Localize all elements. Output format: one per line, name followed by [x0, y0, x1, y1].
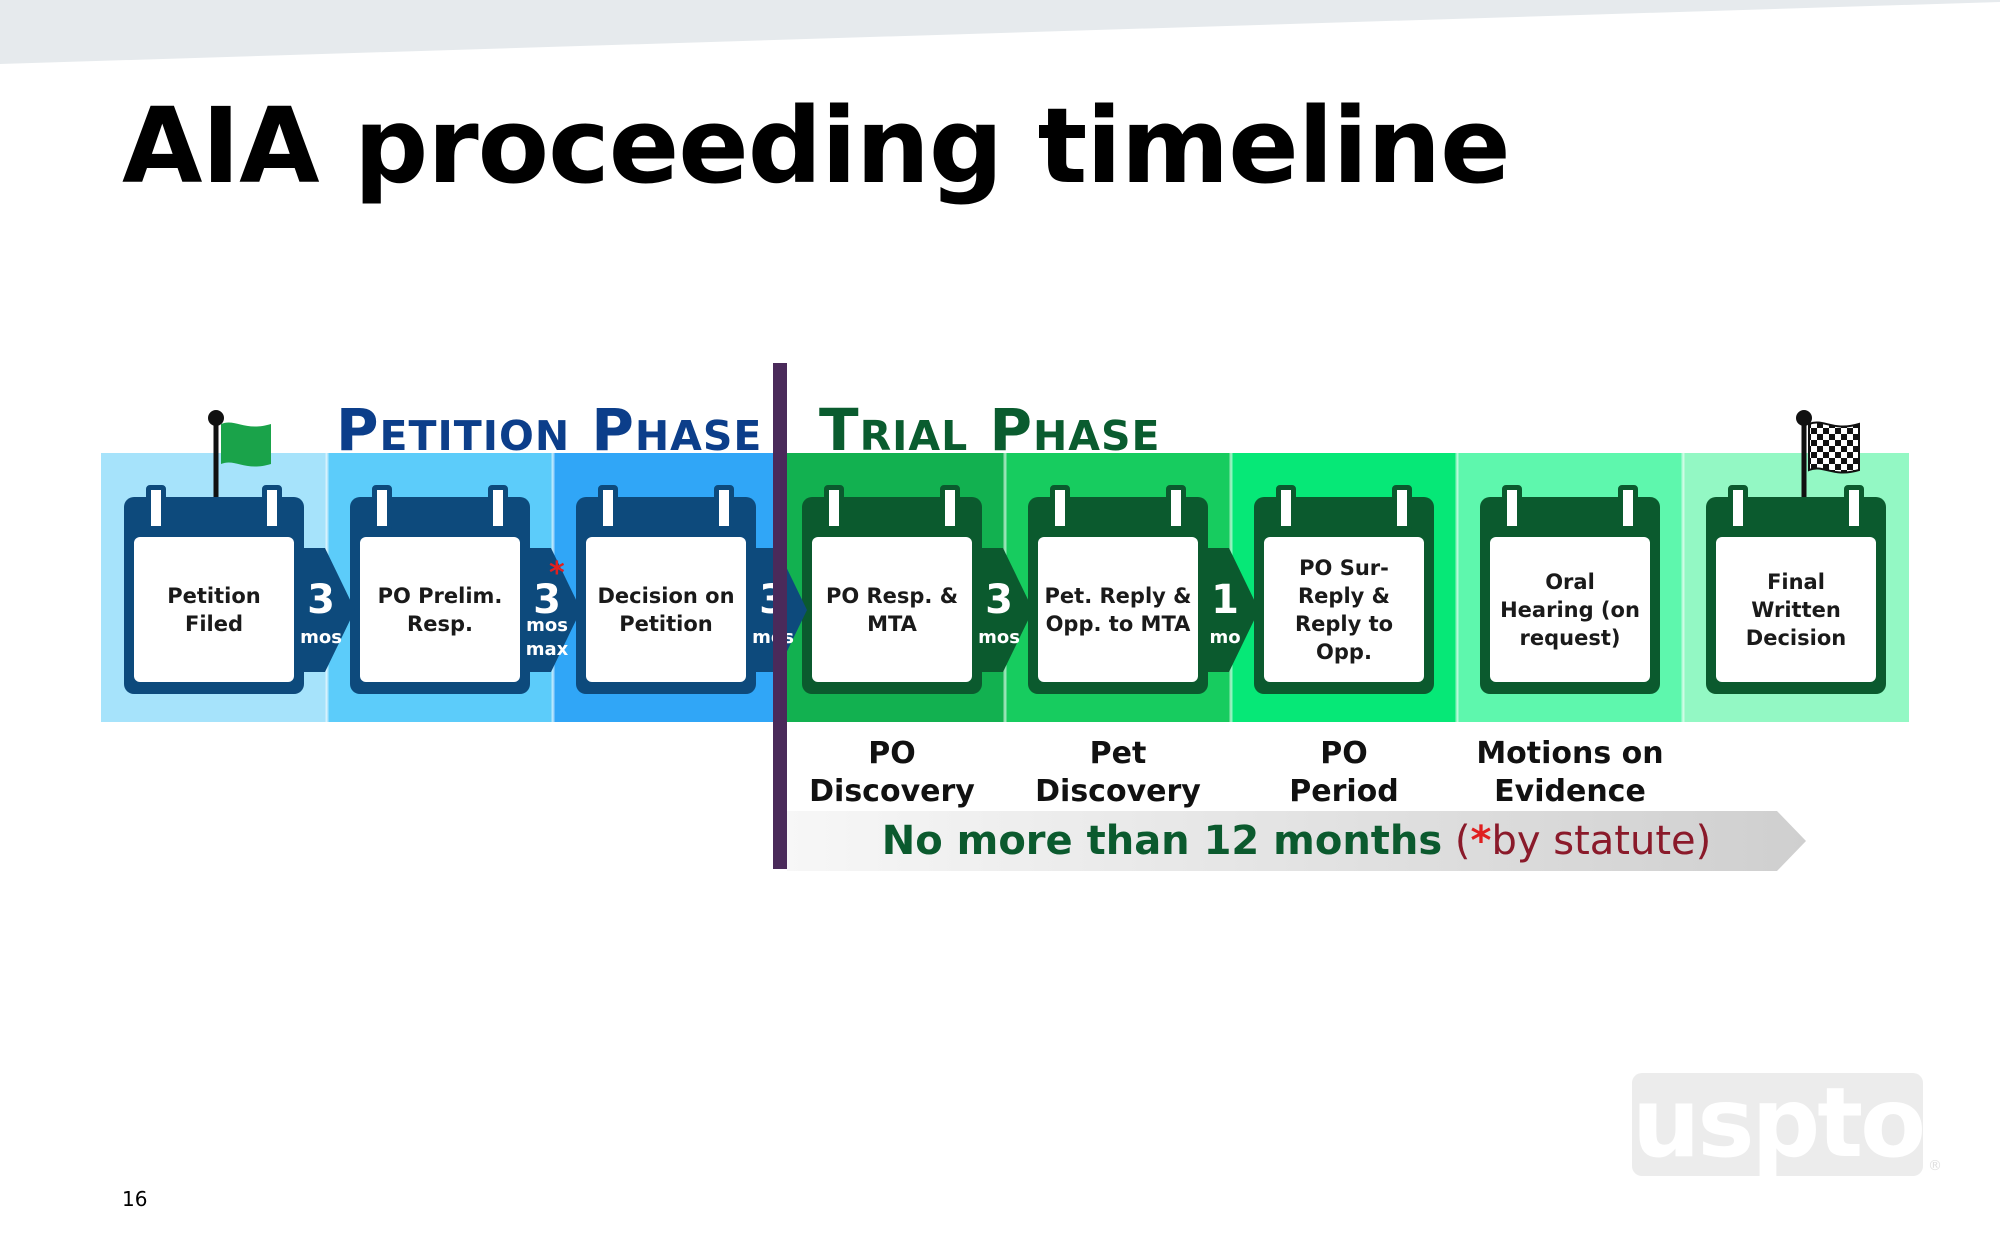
twelve-month-banner-arrow: [787, 811, 1806, 871]
calendar-pet-reply: Pet. Reply & Opp. to MTA: [1028, 485, 1208, 694]
calendar-ring: [146, 485, 166, 531]
period-line: Discovery: [1035, 774, 1201, 809]
interval-arrow-1: [299, 548, 355, 672]
step-label: Oral Hearing (on request): [1490, 537, 1650, 682]
page-number: 16: [122, 1187, 148, 1211]
step-label: PO Sur-Reply & Reply to Opp.: [1264, 537, 1424, 682]
calendar-ring: [1502, 485, 1522, 531]
interval-number: 3: [533, 577, 561, 623]
registered-mark: ®: [1928, 1158, 1942, 1174]
phase-divider: [773, 363, 787, 869]
step-label: PO Resp. & MTA: [812, 537, 972, 682]
banner-note: by statute): [1491, 818, 1712, 864]
period-label-po-period: PO Period: [1232, 735, 1456, 811]
step-label: Final Written Decision: [1716, 537, 1876, 682]
period-label-motions-on-evidence: Motions on Evidence: [1458, 735, 1682, 811]
banner-asterisk: *: [1470, 818, 1492, 864]
calendar-ring: [488, 485, 508, 531]
calendar-petition-filed: Petition Filed: [124, 485, 304, 694]
calendar-ring: [1728, 485, 1748, 531]
interval-unit: mos: [526, 615, 568, 636]
petition-phase-label: Petition Phase: [336, 396, 763, 464]
period-line: Discovery: [809, 774, 975, 809]
step-label: PO Prelim. Resp.: [360, 537, 520, 682]
banner-open-paren: (: [1442, 818, 1471, 864]
period-label-pet-discovery: Pet Discovery: [1006, 735, 1230, 811]
start-flag-icon: [208, 410, 271, 500]
slide-title: AIA proceeding timeline: [122, 85, 1511, 207]
calendar-po-prelim-resp: PO Prelim. Resp.: [350, 485, 530, 694]
interval-arrow-5: [1203, 548, 1259, 672]
calendar-ring: [1050, 485, 1070, 531]
step-label: Decision on Petition: [586, 537, 746, 682]
period-line: PO: [868, 736, 916, 771]
calendar-ring: [940, 485, 960, 531]
period-line: Evidence: [1494, 774, 1646, 809]
interval-number: 3: [985, 577, 1013, 623]
step-label: Pet. Reply & Opp. to MTA: [1038, 537, 1198, 682]
interval-unit: mos: [300, 627, 342, 648]
calendar-ring: [598, 485, 618, 531]
period-line: PO: [1320, 736, 1368, 771]
calendar-po-resp-mta: PO Resp. & MTA: [802, 485, 982, 694]
calendar-decision-on-petition: Decision on Petition: [576, 485, 756, 694]
twelve-month-banner-text: No more than 12 months (*by statute): [787, 814, 1806, 868]
trial-phase-label: Trial Phase: [819, 396, 1161, 464]
calendar-ring: [1166, 485, 1186, 531]
step-label: Petition Filed: [134, 537, 294, 682]
calendar-oral-hearing: Oral Hearing (on request): [1480, 485, 1660, 694]
interval-arrow-2: [525, 548, 581, 672]
calendar-ring: [824, 485, 844, 531]
top-decorative-strip: [0, 0, 2000, 64]
interval-number: 3: [307, 577, 335, 623]
interval-unit: mo: [1209, 627, 1241, 648]
calendar-ring: [1618, 485, 1638, 531]
period-line: Pet: [1089, 736, 1147, 771]
calendar-final-written-decision: Final Written Decision: [1706, 485, 1886, 694]
interval-unit-max: max: [525, 639, 569, 660]
interval-arrow-4: [977, 548, 1033, 672]
calendar-ring: [372, 485, 392, 531]
calendar-ring: [1392, 485, 1412, 531]
calendar-ring: [1276, 485, 1296, 531]
period-label-po-discovery: PO Discovery: [780, 735, 1004, 811]
statute-asterisk: *: [549, 556, 565, 591]
period-line: Period: [1289, 774, 1399, 809]
calendar-po-sur-reply: PO Sur-Reply & Reply to Opp.: [1254, 485, 1434, 694]
banner-main: No more than 12 months: [881, 818, 1443, 864]
calendar-ring: [262, 485, 282, 531]
checkered-flag-icon: [1796, 410, 1860, 500]
interval-number: 1: [1211, 577, 1239, 623]
calendar-ring: [714, 485, 734, 531]
uspto-logo: uspto: [1632, 1067, 1926, 1179]
interval-unit: mos: [978, 627, 1020, 648]
period-line: Motions on: [1476, 736, 1664, 771]
calendar-ring: [1844, 485, 1864, 531]
